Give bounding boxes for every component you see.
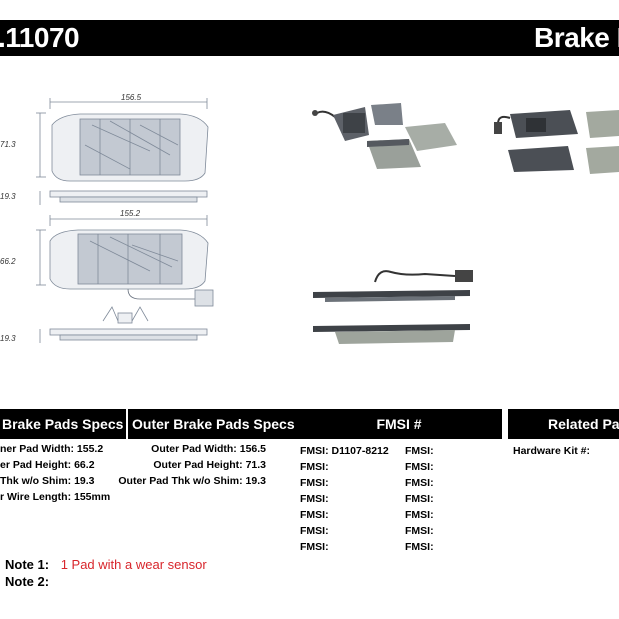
outer-spec-height: Outer Pad Height: 71.3 <box>153 459 266 471</box>
fmsi-right-7: FMSI: <box>405 541 434 553</box>
pad-side-photo <box>313 270 473 344</box>
note-1: Note 1: 1 Pad with a wear sensor <box>5 557 207 572</box>
brand-title: Brake F <box>534 22 619 53</box>
fmsi-left-1: FMSI: D1107-8212 <box>300 445 389 457</box>
fmsi-left-7: FMSI: <box>300 541 329 553</box>
part-number: .11070 <box>0 22 80 53</box>
pad-pair-photo <box>494 110 619 174</box>
inner-height-dim: 66.2 <box>0 257 16 266</box>
outer-width-dim: 156.5 <box>121 93 142 102</box>
outer-spec-width: Outer Pad Width: 156.5 <box>151 443 266 455</box>
outer-height-dim: 71.3 <box>0 140 16 149</box>
inner-spec-height: er Pad Height: 66.2 <box>0 459 95 471</box>
related-title: Related Pa <box>548 416 619 432</box>
header-bar <box>0 20 619 56</box>
fmsi-header: FMSI # <box>296 409 502 439</box>
note-2-label: Note 2: <box>5 574 50 589</box>
hardware-kit-label: Hardware Kit #: <box>513 445 591 457</box>
outer-specs-header: Outer Brake Pads Specs <box>128 409 296 439</box>
pad-technical-drawing: 156.5 71.3 19.3 155.2 66.2 19.3 <box>0 93 214 343</box>
fmsi-title: FMSI # <box>376 416 422 432</box>
outer-shim-dim: 19.3 <box>0 192 16 201</box>
inner-specs-title: Brake Pads Specs <box>2 416 124 432</box>
fmsi-left-3: FMSI: <box>300 477 329 489</box>
inner-width-dim: 155.2 <box>120 209 141 218</box>
fmsi-right-4: FMSI: <box>405 493 434 505</box>
note-2: Note 2: <box>5 574 49 589</box>
related-header: Related Pa <box>508 409 619 439</box>
note-1-label: Note 1: <box>5 557 50 572</box>
inner-spec-width: ner Pad Width: 155.2 <box>0 443 104 455</box>
outer-spec-thickness: Outer Pad Thk w/o Shim: 19.3 <box>118 475 266 487</box>
fmsi-right-6: FMSI: <box>405 525 434 537</box>
fmsi-left-4: FMSI: <box>300 493 329 505</box>
inner-specs-header: Brake Pads Specs <box>0 409 126 439</box>
fmsi-right-1: FMSI: <box>405 445 434 457</box>
fmsi-right-5: FMSI: <box>405 509 434 521</box>
fmsi-left-2: FMSI: <box>300 461 329 473</box>
fmsi-right-2: FMSI: <box>405 461 434 473</box>
inner-shim-dim: 19.3 <box>0 334 16 343</box>
inner-spec-thickness: Thk w/o Shim: 19.3 <box>0 475 95 487</box>
pad-set-photo <box>312 103 457 169</box>
note-1-text: 1 Pad with a wear sensor <box>60 557 207 572</box>
fmsi-left-5: FMSI: <box>300 509 329 521</box>
inner-spec-wire-length: r Wire Length: 155mm <box>0 491 111 503</box>
fmsi-right-3: FMSI: <box>405 477 434 489</box>
fmsi-left-6: FMSI: <box>300 525 329 537</box>
outer-specs-title: Outer Brake Pads Specs <box>132 416 295 432</box>
